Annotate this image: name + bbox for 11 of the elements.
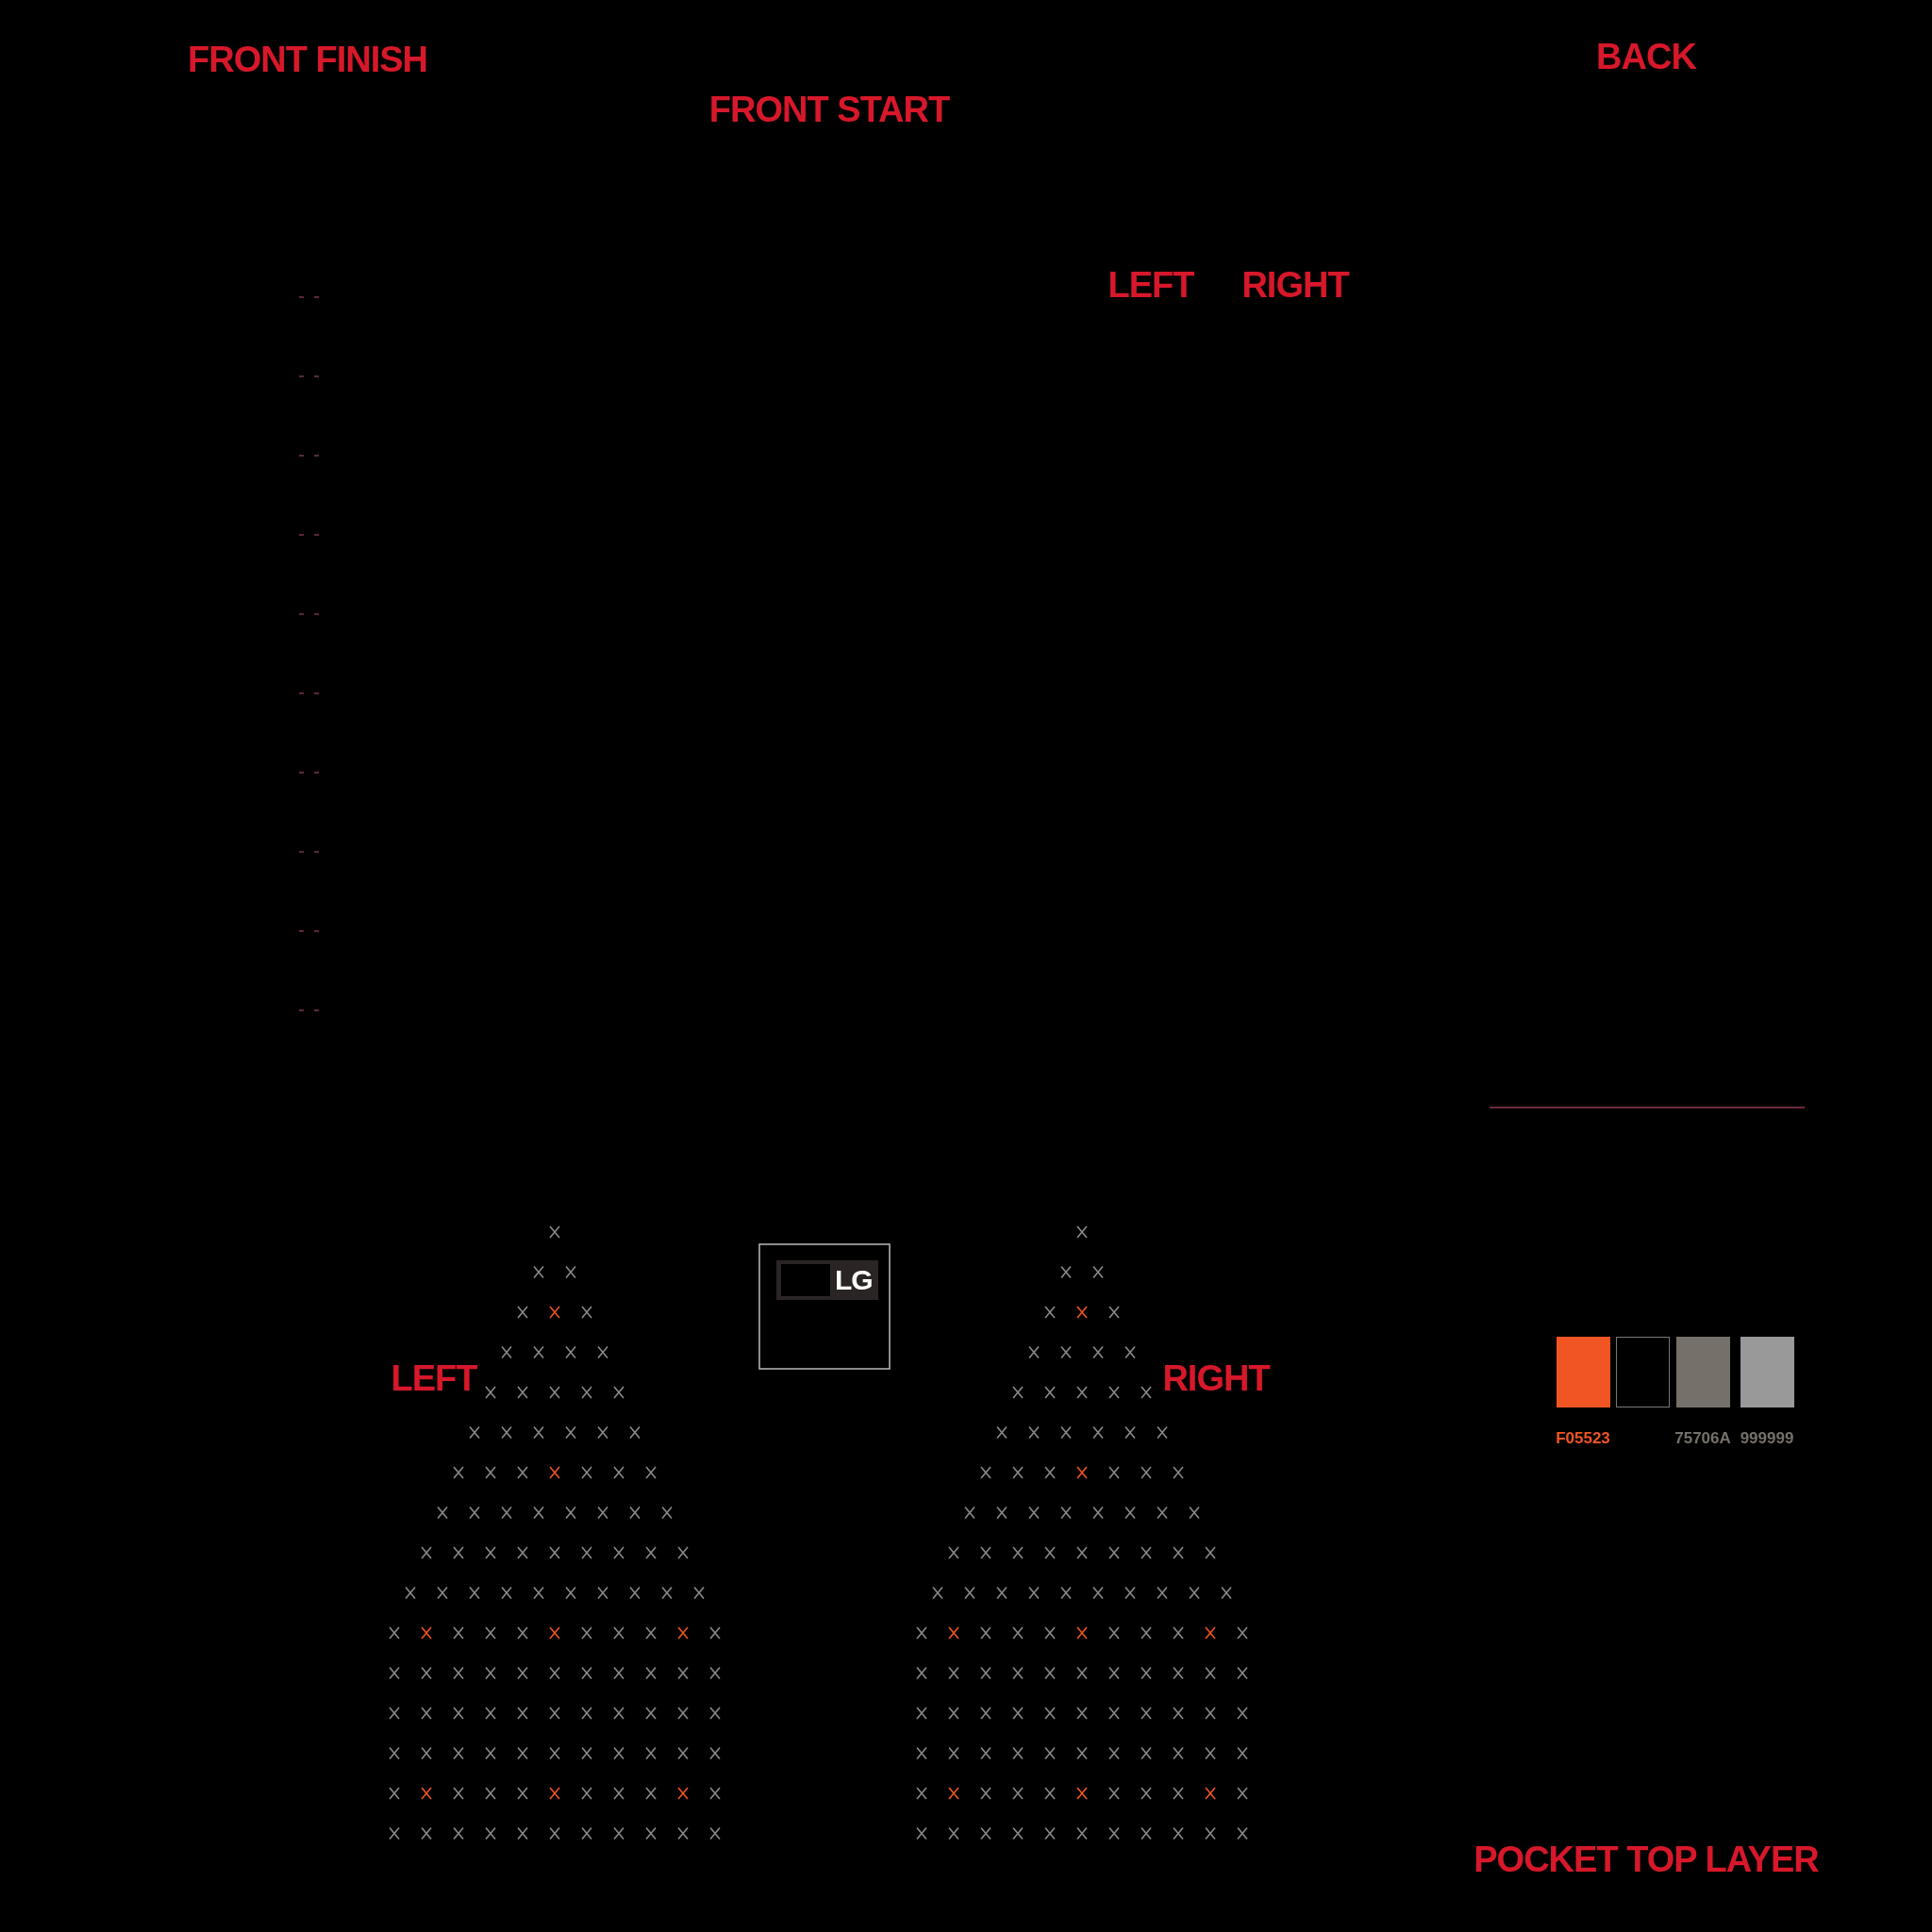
section-label: FRONT FINISH [188,39,427,80]
section-label: RIGHT [1162,1357,1270,1399]
section-label: LEFT [391,1357,477,1399]
section-label: RIGHT [1241,264,1349,306]
section-label: POCKET TOP LAYER [1474,1839,1819,1880]
section-label: BACK [1596,36,1696,77]
section-label: LEFT [1108,264,1194,306]
section-label: FRONT START [708,89,950,130]
color-code: F05523 [1556,1429,1610,1448]
color-code: 75706A [1674,1429,1731,1448]
color-code: 999999 [1740,1429,1794,1448]
